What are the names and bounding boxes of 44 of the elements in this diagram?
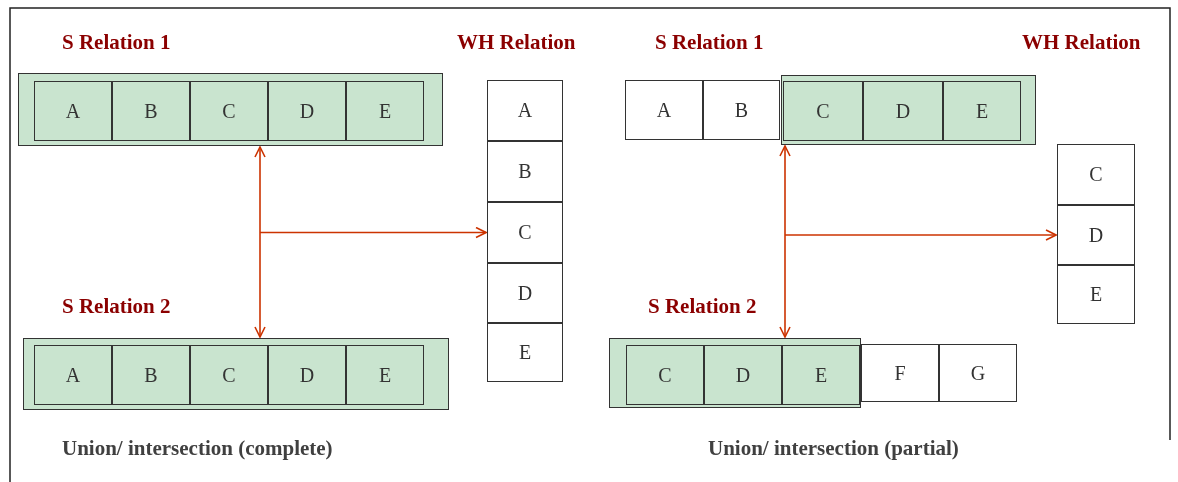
arrow xyxy=(784,229,1057,241)
relation-heading: WH Relation xyxy=(1022,30,1141,55)
attribute-cell: A xyxy=(625,80,703,140)
attribute-cell: D xyxy=(268,345,346,405)
attribute-cell: E xyxy=(487,323,563,382)
relation-heading: S Relation 1 xyxy=(62,30,171,55)
relation-heading: S Relation 2 xyxy=(62,294,171,319)
attribute-cell: D xyxy=(1057,205,1135,265)
attribute-cell: D xyxy=(268,81,346,141)
attribute-cell: B xyxy=(112,81,190,141)
attribute-cell: A xyxy=(34,345,112,405)
attribute-cell: E xyxy=(1057,265,1135,324)
highlight-band xyxy=(18,73,443,146)
relation-heading: WH Relation xyxy=(457,30,576,55)
attribute-cell: B xyxy=(112,345,190,405)
attribute-cell: E xyxy=(346,81,424,141)
attribute-cell: D xyxy=(704,345,782,405)
attribute-cell: B xyxy=(487,141,563,202)
attribute-cell: G xyxy=(939,344,1017,402)
attribute-cell: D xyxy=(487,263,563,323)
attribute-cell: C xyxy=(783,81,863,141)
attribute-cell: C xyxy=(190,81,268,141)
attribute-cell: D xyxy=(863,81,943,141)
attribute-cell: A xyxy=(34,81,112,141)
attribute-cell: C xyxy=(626,345,704,405)
attribute-cell: E xyxy=(782,345,860,405)
attribute-cell: A xyxy=(487,80,563,141)
caption: Union/ intersection (complete) xyxy=(62,436,333,461)
attribute-cell: C xyxy=(190,345,268,405)
highlight-band xyxy=(23,338,449,410)
highlight-band xyxy=(609,338,861,408)
attribute-cell: C xyxy=(487,202,563,263)
double-arrow xyxy=(779,145,791,338)
attribute-cell: E xyxy=(346,345,424,405)
attribute-cell: F xyxy=(861,344,939,402)
caption: Union/ intersection (partial) xyxy=(708,436,959,461)
attribute-cell: B xyxy=(703,80,780,140)
relation-heading: S Relation 2 xyxy=(648,294,757,319)
relation-heading: S Relation 1 xyxy=(655,30,764,55)
attribute-cell: E xyxy=(943,81,1021,141)
highlight-band xyxy=(781,75,1036,145)
arrow xyxy=(259,226,487,239)
double-arrow xyxy=(254,146,266,338)
attribute-cell: C xyxy=(1057,144,1135,205)
